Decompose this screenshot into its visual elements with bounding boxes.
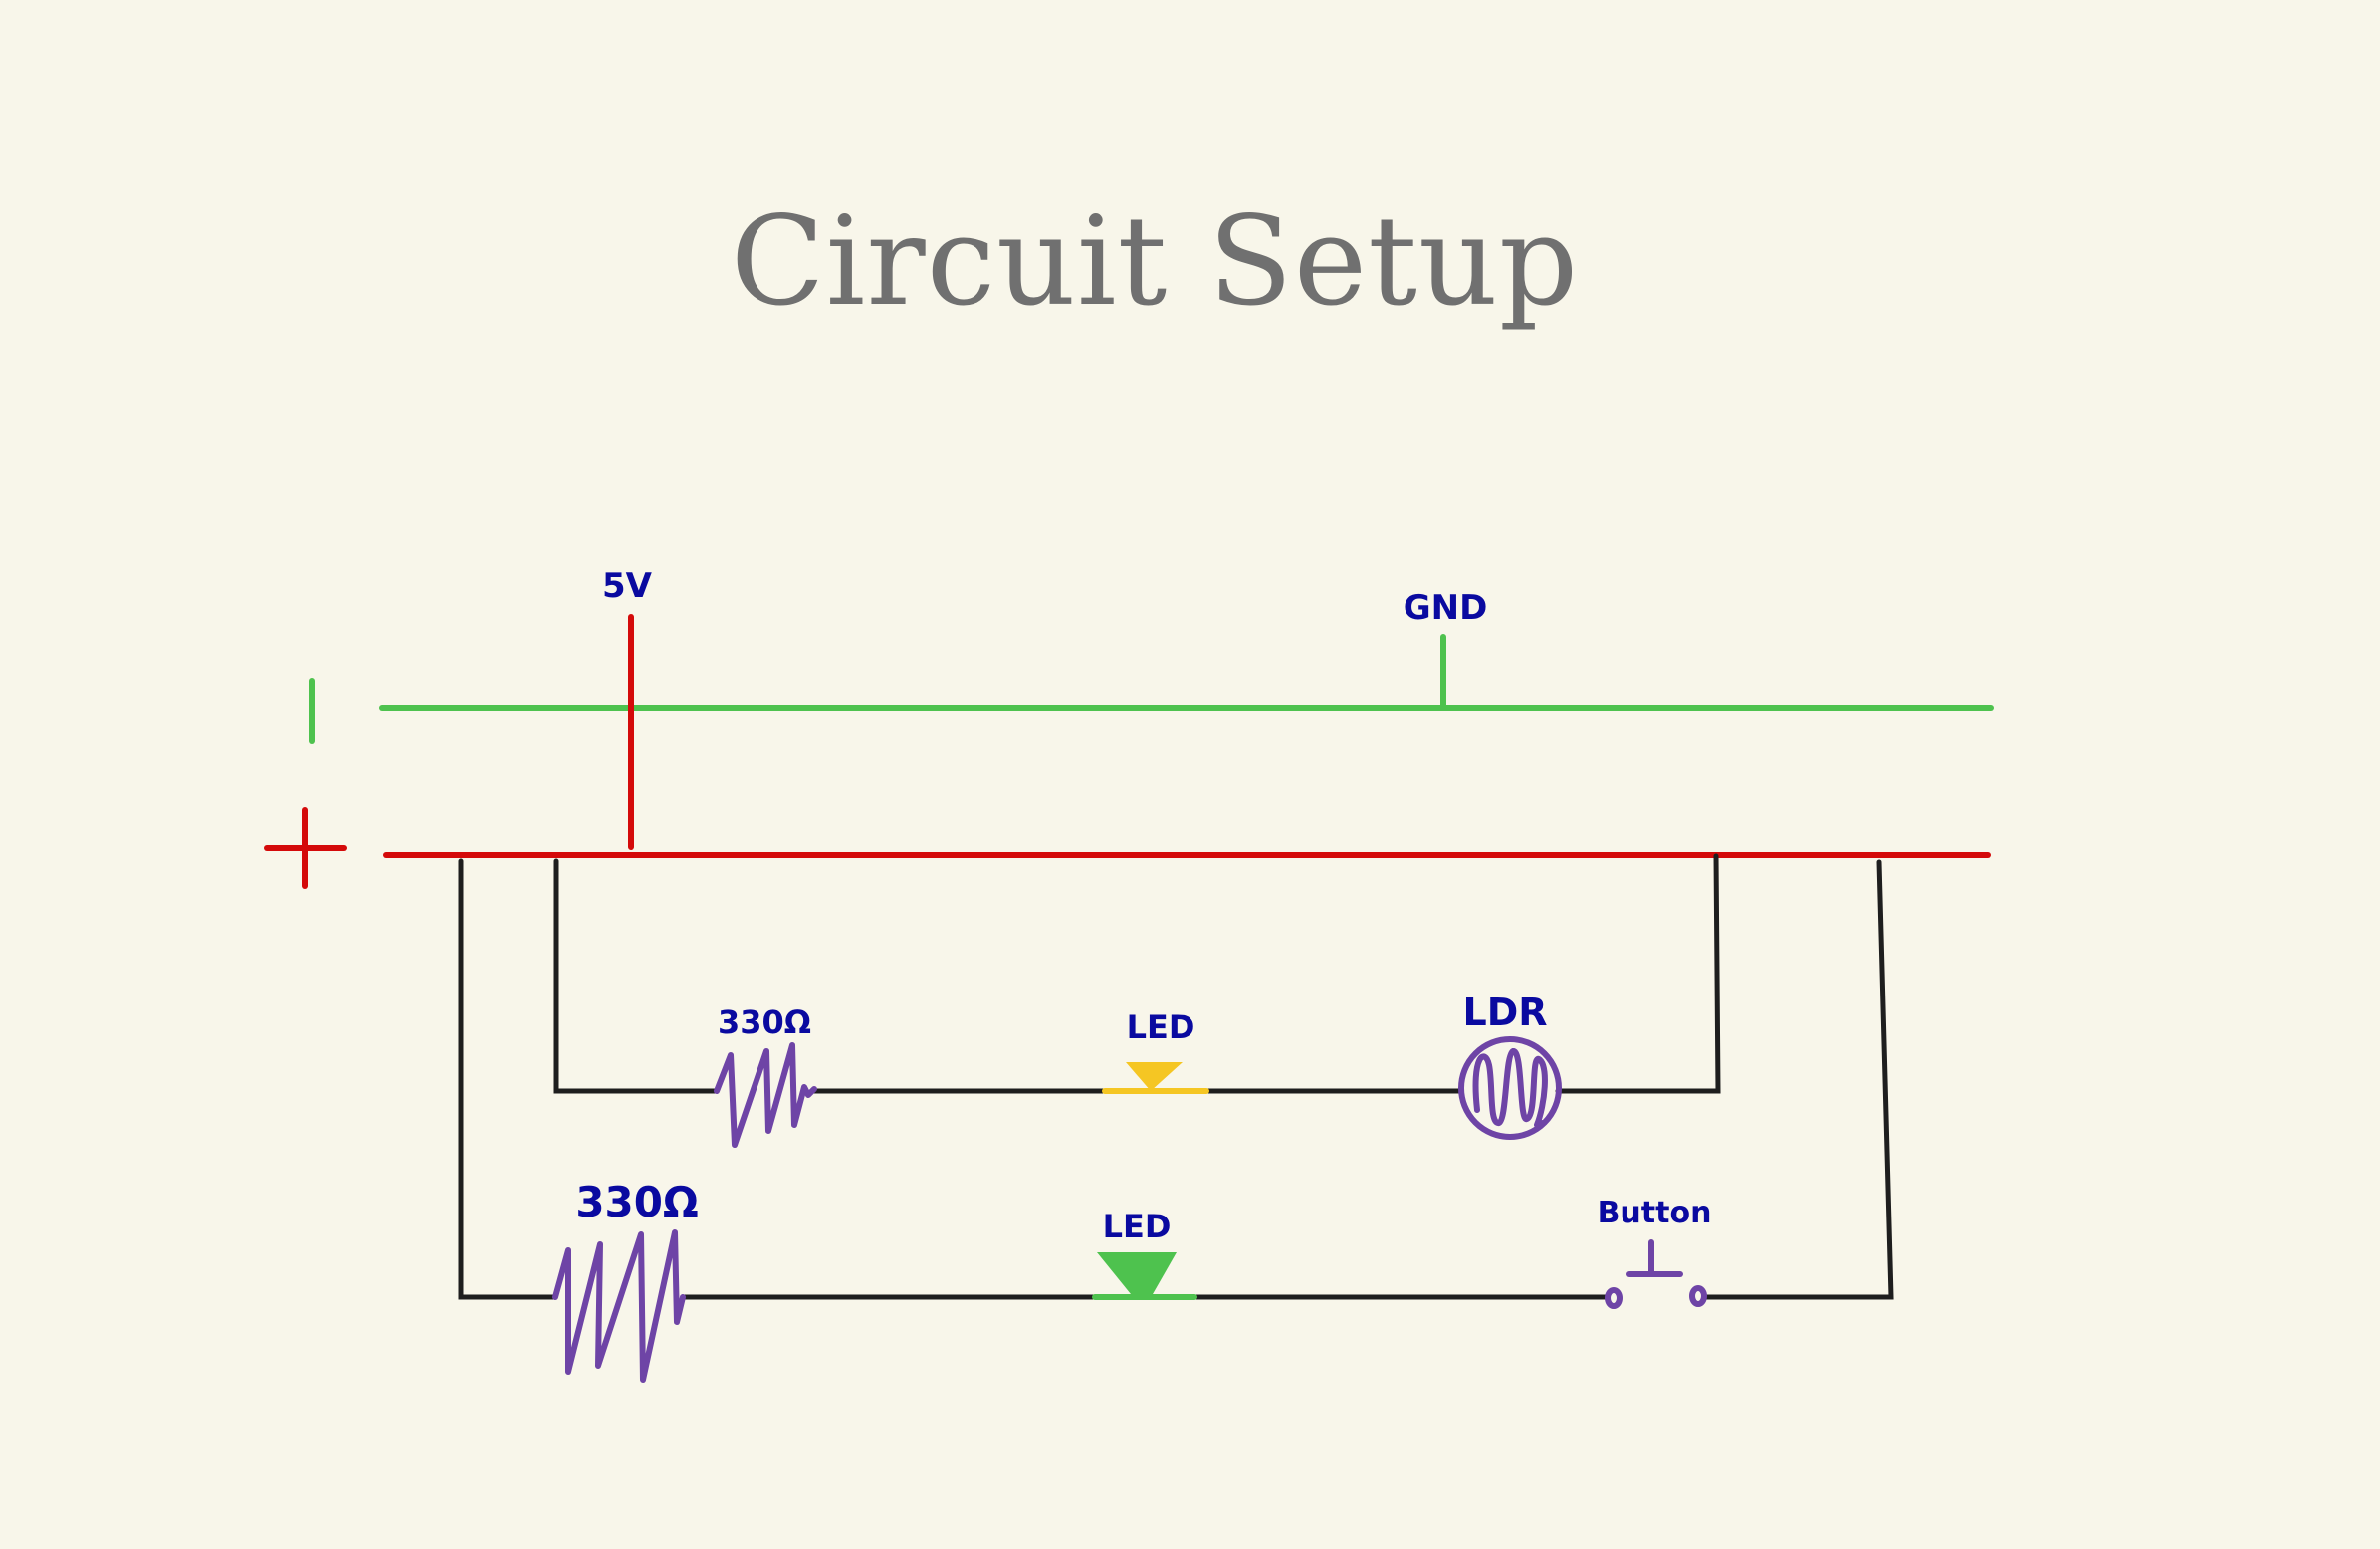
push-button-label: Button [1598,1196,1712,1230]
green-led-icon [1092,1252,1197,1300]
ldr-label: LDR [1462,991,1547,1034]
lower-resistor-label: 330Ω [575,1178,698,1226]
yellow-led-label: LED [1127,1008,1195,1046]
upper-branch-left-wire [553,858,720,1094]
5v-label: 5V [602,566,653,606]
upper-branch-right-wire [1555,853,1721,1094]
yellow-led-icon [1102,1062,1209,1094]
positive-symbol-icon [264,807,347,889]
lower-branch-right-wire [1701,859,1894,1300]
ldr-icon [1458,1036,1562,1140]
lower-branch-left-wire [458,858,558,1300]
upper-resistor-icon [714,1042,817,1148]
push-button-icon [1605,1239,1707,1309]
gnd-label: GND [1404,588,1488,628]
upper-resistor-label: 330Ω [718,1003,811,1041]
page-title: Circuit Setup [731,190,1579,333]
green-led-label: LED [1103,1208,1172,1245]
lower-resistor-icon [552,1229,686,1383]
